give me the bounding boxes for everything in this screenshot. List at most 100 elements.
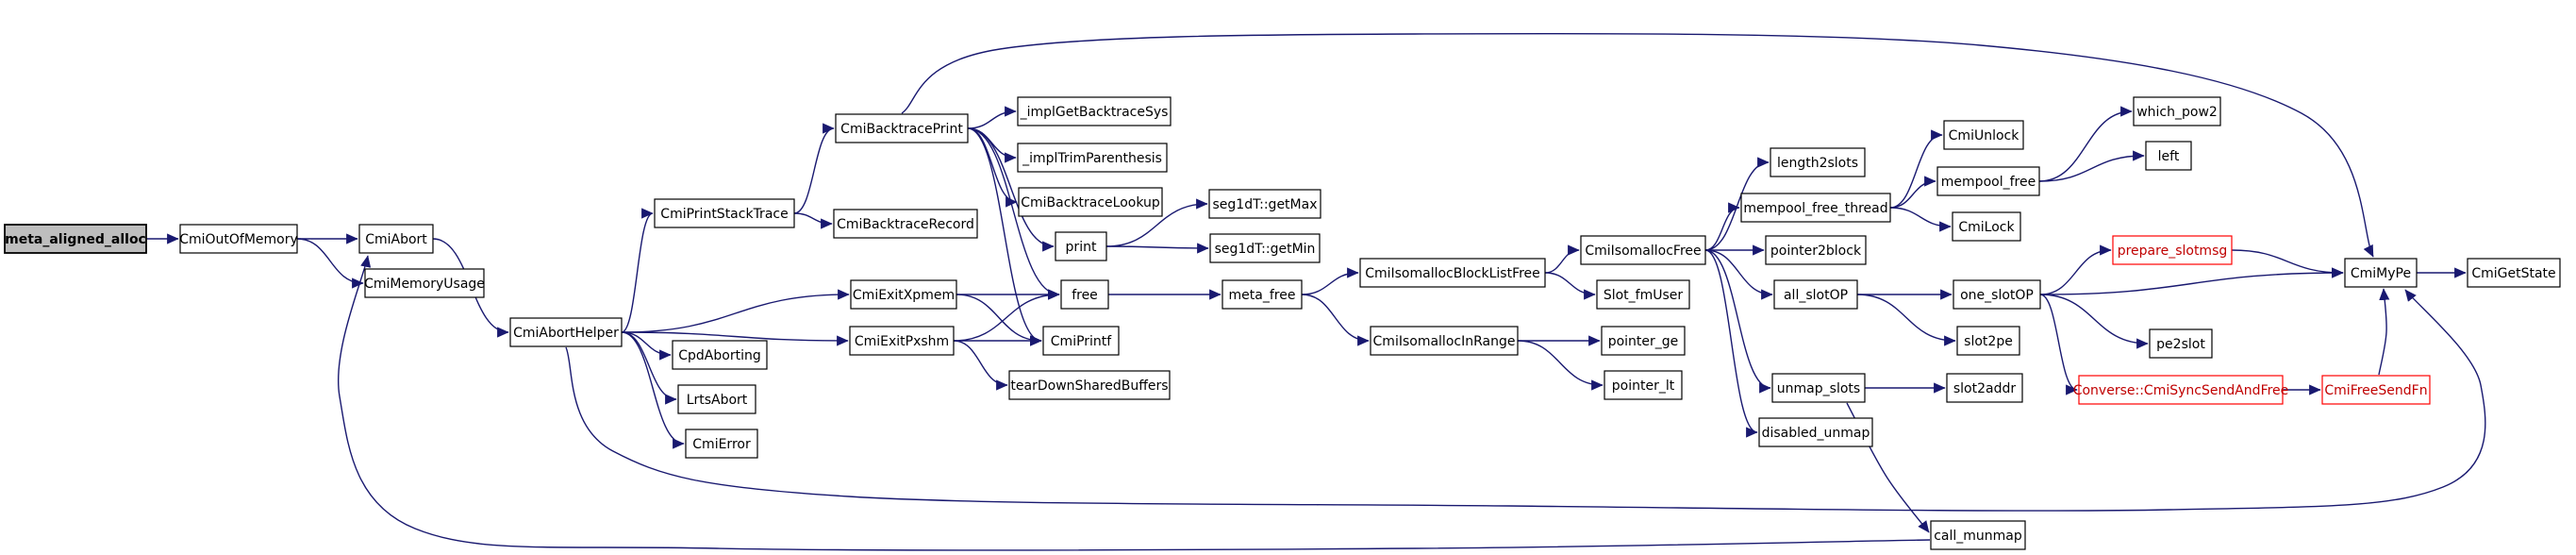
node-box-CmiFreeSendFn — [2321, 375, 2431, 405]
edge-mempool_free_thread-to-mempool_free — [1889, 176, 1936, 209]
node-CmiOutOfMemory[interactable]: CmiOutOfMemory — [179, 224, 298, 254]
node-CmiFreeSendFn[interactable]: CmiFreeSendFn — [2321, 375, 2431, 405]
edge-print-to-getMax — [1105, 198, 1208, 247]
node-pointer2block[interactable]: pointer2block — [1765, 235, 1867, 265]
node-slot2addr[interactable]: slot2addr — [1946, 373, 2023, 403]
node-CmiMemoryUsage[interactable]: CmiMemoryUsage — [364, 268, 485, 298]
node-getMax[interactable]: seg1dT::getMax — [1208, 189, 1321, 219]
node-CpdAborting[interactable]: CpdAborting — [672, 340, 768, 370]
node-which_pow2[interactable]: which_pow2 — [2133, 96, 2221, 126]
node-label-CmiPrintStackTrace: CmiPrintStackTrace — [660, 207, 788, 222]
node-label-CmiExitPxshm: CmiExitPxshm — [855, 334, 949, 349]
node-meta_free[interactable]: meta_free — [1222, 279, 1303, 310]
node-label-CmiPrintf: CmiPrintf — [1051, 334, 1113, 349]
node-LrtsAbort[interactable]: LrtsAbort — [677, 384, 756, 414]
node-unmap_slots[interactable]: unmap_slots — [1771, 373, 1866, 403]
node-box-call_munmap — [1930, 520, 2026, 550]
node-getMin[interactable]: seg1dT::getMin — [1209, 233, 1321, 263]
node-pointer_ge[interactable]: pointer_ge — [1601, 326, 1686, 356]
edge-all_slotOP-to-slot2pe — [1856, 294, 1956, 346]
node-CmiGetState[interactable]: CmiGetState — [2467, 258, 2561, 288]
node-box-CmiSyncSendAndFree — [2078, 375, 2284, 405]
node-CmiBacktraceRecord[interactable]: CmiBacktraceRecord — [833, 209, 978, 239]
node-label-slot2pe: slot2pe — [1964, 334, 2013, 349]
node-CmiLock[interactable]: CmiLock — [1952, 211, 2021, 242]
node-box-getMin — [1209, 233, 1321, 263]
node-label-CmiMyPe: CmiMyPe — [2351, 266, 2411, 281]
node-length2slots[interactable]: length2slots — [1770, 147, 1866, 177]
node-box-CmiPrintf — [1042, 326, 1120, 356]
edge-CmiAbortHelper-to-CmiExitPxshm — [621, 331, 849, 346]
node-implTrimParenthesis[interactable]: _implTrimParenthesis — [1017, 143, 1168, 173]
edge-CmiOutOfMemory-to-CmiMemoryUsage — [296, 238, 364, 289]
node-free[interactable]: free — [1060, 279, 1109, 310]
node-CmiMyPe[interactable]: CmiMyPe — [2344, 258, 2418, 288]
node-label-pe2slot: pe2slot — [2156, 337, 2205, 352]
node-implGetBacktraceSys[interactable]: _implGetBacktraceSys — [1017, 96, 1172, 126]
node-CmiPrintf[interactable]: CmiPrintf — [1042, 326, 1120, 356]
node-label-CmiBacktracePrint: CmiBacktracePrint — [840, 122, 963, 137]
node-one_slotOP[interactable]: one_slotOP — [1953, 279, 2041, 310]
node-label-CmiBacktraceRecord: CmiBacktraceRecord — [837, 217, 974, 232]
node-label-pointer2block: pointer2block — [1770, 244, 1862, 259]
edge-one_slotOP-to-CmiMyPe — [2039, 267, 2344, 295]
node-CmiBacktraceLookup[interactable]: CmiBacktraceLookup — [1018, 187, 1163, 217]
node-mempool_free[interactable]: mempool_free — [1936, 166, 2040, 196]
node-label-getMin: seg1dT::getMin — [1215, 242, 1316, 257]
node-CmiIsomallocFree[interactable]: CmiIsomallocFree — [1580, 235, 1706, 265]
node-label-CmiIsomallocBlockListFree: CmiIsomallocBlockListFree — [1365, 266, 1540, 281]
node-CmiIsomallocBlockListFree[interactable]: CmiIsomallocBlockListFree — [1359, 258, 1546, 288]
node-box-CmiOutOfMemory — [179, 224, 298, 254]
node-all_slotOP[interactable]: all_slotOP — [1773, 279, 1858, 310]
node-mempool_free_thread[interactable]: mempool_free_thread — [1740, 193, 1891, 223]
edge-CmiBacktracePrint-to-print — [967, 127, 1055, 252]
node-tearDownSharedBuffers[interactable]: tearDownSharedBuffers — [1008, 370, 1171, 400]
node-prepare_slotmsg[interactable]: prepare_slotmsg — [2112, 235, 2233, 265]
edge-CmiExitXpmem-to-CmiPrintf — [956, 294, 1042, 346]
edge-one_slotOP-to-CmiSyncSendAndFree — [2039, 294, 2078, 395]
edge-call_munmap-to-CmiAbort — [338, 255, 1931, 551]
node-box-CmiMyPe — [2344, 258, 2418, 288]
node-Slot_fmUser[interactable]: Slot_fmUser — [1596, 279, 1690, 310]
node-slot2pe[interactable]: slot2pe — [1956, 326, 2020, 356]
node-CmiExitPxshm[interactable]: CmiExitPxshm — [849, 326, 955, 356]
node-label-mempool_free_thread: mempool_free_thread — [1743, 201, 1887, 216]
node-box-pointer2block — [1765, 235, 1867, 265]
node-CmiPrintStackTrace[interactable]: CmiPrintStackTrace — [654, 198, 795, 228]
node-box-CmiGetState — [2467, 258, 2561, 288]
node-left[interactable]: left — [2145, 141, 2192, 171]
node-CmiError[interactable]: CmiError — [685, 429, 758, 459]
node-label-CmiIsomallocFree: CmiIsomallocFree — [1585, 244, 1701, 259]
node-label-print: print — [1066, 240, 1097, 255]
node-label-call_munmap: call_munmap — [1934, 529, 2022, 544]
node-CmiIsomallocInRange[interactable]: CmiIsomallocInRange — [1370, 326, 1519, 356]
node-label-one_slotOP: one_slotOP — [1960, 288, 2034, 303]
node-CmiAbortHelper[interactable]: CmiAbortHelper — [509, 317, 623, 347]
node-box-pointer_lt — [1604, 370, 1683, 400]
node-CmiSyncSendAndFree[interactable]: Converse::CmiSyncSendAndFree — [2073, 375, 2289, 405]
node-box-unmap_slots — [1771, 373, 1866, 403]
node-box-CmiIsomallocFree — [1580, 235, 1706, 265]
node-CmiExitXpmem[interactable]: CmiExitXpmem — [850, 279, 957, 310]
node-pointer_lt[interactable]: pointer_lt — [1604, 370, 1683, 400]
edge-CmiBacktracePrint-to-CmiPrintf — [967, 127, 1042, 346]
node-pe2slot[interactable]: pe2slot — [2149, 328, 2213, 359]
node-box-mempool_free_thread — [1740, 193, 1891, 223]
node-box-which_pow2 — [2133, 96, 2221, 126]
node-call_munmap[interactable]: call_munmap — [1930, 520, 2026, 550]
node-label-pointer_ge: pointer_ge — [1608, 334, 1679, 349]
edge-CmiAbortHelper-to-CmiError — [621, 331, 685, 449]
node-label-CmiGetState: CmiGetState — [2471, 266, 2555, 281]
node-label-tearDownSharedBuffers: tearDownSharedBuffers — [1010, 378, 1168, 394]
node-meta_aligned_alloc[interactable]: meta_aligned_alloc — [4, 224, 147, 254]
node-box-slot2pe — [1956, 326, 2020, 356]
node-print[interactable]: print — [1055, 231, 1107, 261]
node-CmiAbort[interactable]: CmiAbort — [358, 224, 434, 254]
node-CmiBacktracePrint[interactable]: CmiBacktracePrint — [835, 113, 969, 143]
edge-CmiFreeSendFn-to-CmiMyPe — [2378, 288, 2390, 376]
node-box-CmiAbort — [358, 224, 434, 254]
node-CmiUnlock[interactable]: CmiUnlock — [1943, 120, 2024, 150]
node-label-slot2addr: slot2addr — [1953, 381, 2016, 396]
node-disabled_unmap[interactable]: disabled_unmap — [1758, 417, 1873, 447]
